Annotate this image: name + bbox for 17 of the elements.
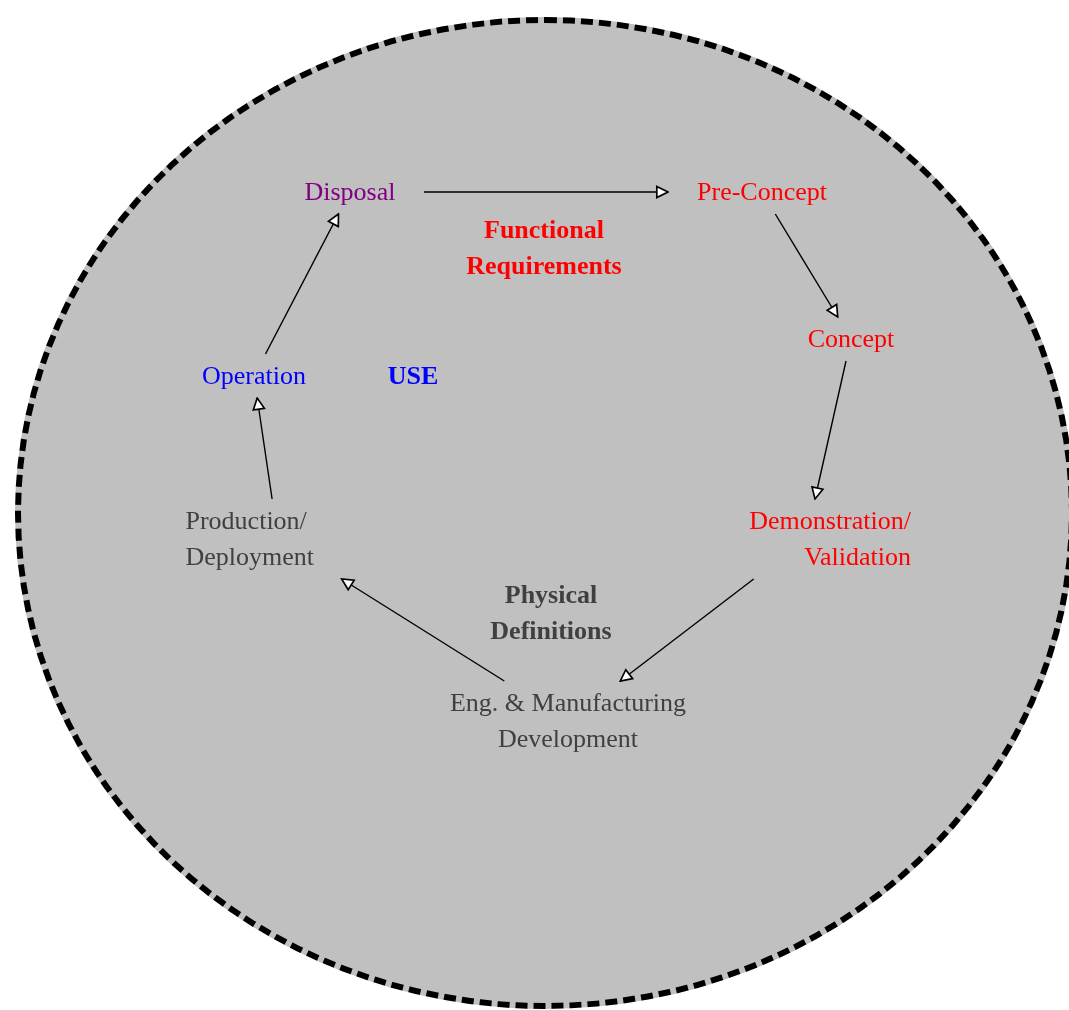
- arrow: [264, 213, 340, 355]
- arrow: [340, 578, 505, 682]
- arrow: [774, 213, 839, 318]
- stage-label: Production/ Deployment: [185, 503, 371, 575]
- arrow: [619, 578, 755, 682]
- phase-heading: USE: [386, 360, 440, 392]
- arrow: [423, 185, 669, 199]
- stage-label: Disposal: [280, 174, 420, 210]
- arrow: [811, 360, 847, 500]
- stage-label: Concept: [786, 321, 916, 357]
- stage-label: Pre-Concept: [672, 174, 852, 210]
- phase-heading: Functional Requirements: [465, 214, 623, 282]
- stage-label: Demonstration/ Validation: [701, 503, 911, 575]
- arrow: [252, 397, 273, 500]
- phase-heading: Physical Definitions: [489, 579, 613, 647]
- stage-label: Operation: [184, 358, 324, 394]
- stage-label: Eng. & Manufacturing Development: [418, 685, 718, 757]
